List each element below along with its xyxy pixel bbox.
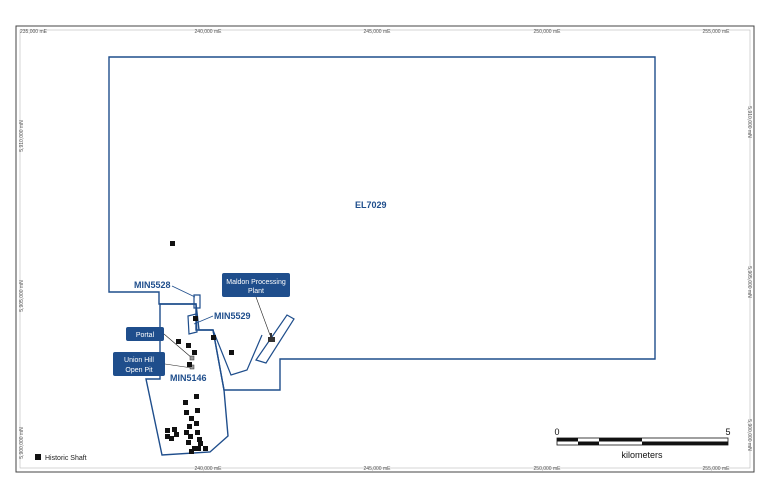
historic-shaft-marker [195, 408, 200, 413]
legend-historic-shaft-label: Historic Shaft [45, 455, 87, 462]
historic-shaft-marker [186, 440, 191, 445]
historic-shaft-marker [192, 446, 197, 451]
historic-shaft-marker [188, 434, 193, 439]
right-tick-label: 5,905,000 mN [746, 266, 752, 298]
min5529-label: MIN5529 [214, 311, 251, 321]
union-hill-callout: Union Hill Open Pit [113, 352, 165, 376]
right-tick-label: 5,900,000 mN [746, 419, 752, 451]
leader-line [164, 363, 193, 369]
historic-shaft-marker [198, 441, 203, 446]
leader-line [255, 296, 271, 336]
historic-shaft-marker [187, 424, 192, 429]
left-tick-label: 5,910,000 mN [19, 120, 25, 152]
right-axis: 5,910,000 mN 5,905,000 mN 5,900,000 mN [746, 106, 752, 451]
square-marker-icon [35, 454, 41, 460]
historic-shaft-marker [211, 335, 216, 340]
union-callout-line1: Union Hill [124, 357, 154, 364]
historic-shaft-marker [172, 427, 177, 432]
historic-shaft-marker [170, 241, 175, 246]
portal-callout-label: Portal [136, 332, 155, 339]
el7029-label: EL7029 [355, 200, 387, 210]
left-axis: 5,910,000 mN 5,905,000 mN 5,900,000 mN [19, 120, 25, 459]
top-tick-label: 250,000 mE [534, 29, 562, 35]
min5528-label: MIN5528 [134, 280, 171, 290]
left-tick-label: 5,900,000 mN [19, 427, 25, 459]
map-frame [15, 25, 755, 473]
historic-shaft-marker [184, 410, 189, 415]
historic-shaft-marker [196, 446, 201, 451]
historic-shaft-marker [229, 350, 234, 355]
scale-end-label: 5 [725, 427, 730, 437]
maldon-plant-callout: Maldon Processing Plant [222, 273, 290, 297]
right-tick-label: 5,910,000 mN [746, 106, 752, 138]
historic-shaft-marker [192, 350, 197, 355]
historic-shaft-marker [189, 416, 194, 421]
top-axis: 235,000 mE 240,000 mE 245,000 mE 250,000… [20, 29, 730, 35]
historic-shaft-marker [187, 362, 192, 367]
historic-shaft-marker [174, 432, 179, 437]
leader-line [171, 285, 196, 298]
min5529-boundary [187, 313, 198, 335]
historic-shaft-marker [203, 446, 208, 451]
scale-bar: 0 5 kilometers [554, 427, 730, 460]
leader-line [163, 333, 193, 359]
historic-shaft-marker [183, 400, 188, 405]
historic-shafts [165, 241, 234, 454]
historic-shaft-marker [193, 316, 198, 321]
historic-shaft-marker [165, 434, 170, 439]
historic-shaft-marker [194, 421, 199, 426]
maldon-plant-boundary [255, 314, 295, 364]
historic-shaft-marker [186, 343, 191, 348]
bottom-tick-label: 245,000 mE [364, 466, 392, 472]
bottom-tick-label: 255,000 mE [703, 466, 731, 472]
top-tick-label: 255,000 mE [703, 29, 731, 35]
historic-shaft-marker [184, 430, 189, 435]
historic-shaft-marker [194, 394, 199, 399]
bottom-tick-label: 240,000 mE [195, 466, 223, 472]
maldon-callout-line1: Maldon Processing [226, 279, 286, 286]
factory-icon [268, 333, 275, 342]
historic-shaft-marker [176, 339, 181, 344]
min5528-boundary [193, 294, 201, 309]
historic-shaft-marker [195, 430, 200, 435]
union-callout-line2: Open Pit [125, 367, 152, 374]
historic-shaft-marker [169, 436, 174, 441]
top-tick-label: 235,000 mE [20, 29, 48, 35]
bottom-tick-label: 250,000 mE [534, 466, 562, 472]
top-tick-label: 240,000 mE [195, 29, 223, 35]
historic-shaft-marker [197, 437, 202, 442]
left-tick-label: 5,905,000 mN [19, 280, 25, 312]
maldon-callout-line2: Plant [248, 288, 264, 295]
scale-unit-label: kilometers [621, 450, 663, 460]
lease-boundary-segment [212, 329, 263, 376]
top-tick-label: 245,000 mE [364, 29, 392, 35]
portal-callout: Portal [126, 327, 164, 341]
bottom-axis: 240,000 mE 245,000 mE 250,000 mE 255,000… [195, 466, 731, 472]
historic-shaft-marker [189, 449, 194, 454]
scale-start-label: 0 [554, 427, 559, 437]
min5146-label: MIN5146 [170, 373, 207, 383]
leader-line [193, 315, 214, 325]
map-inner-frame [19, 29, 751, 469]
historic-shaft-marker [165, 428, 170, 433]
portal-marker [189, 355, 195, 361]
legend: Historic Shaft [35, 454, 87, 462]
